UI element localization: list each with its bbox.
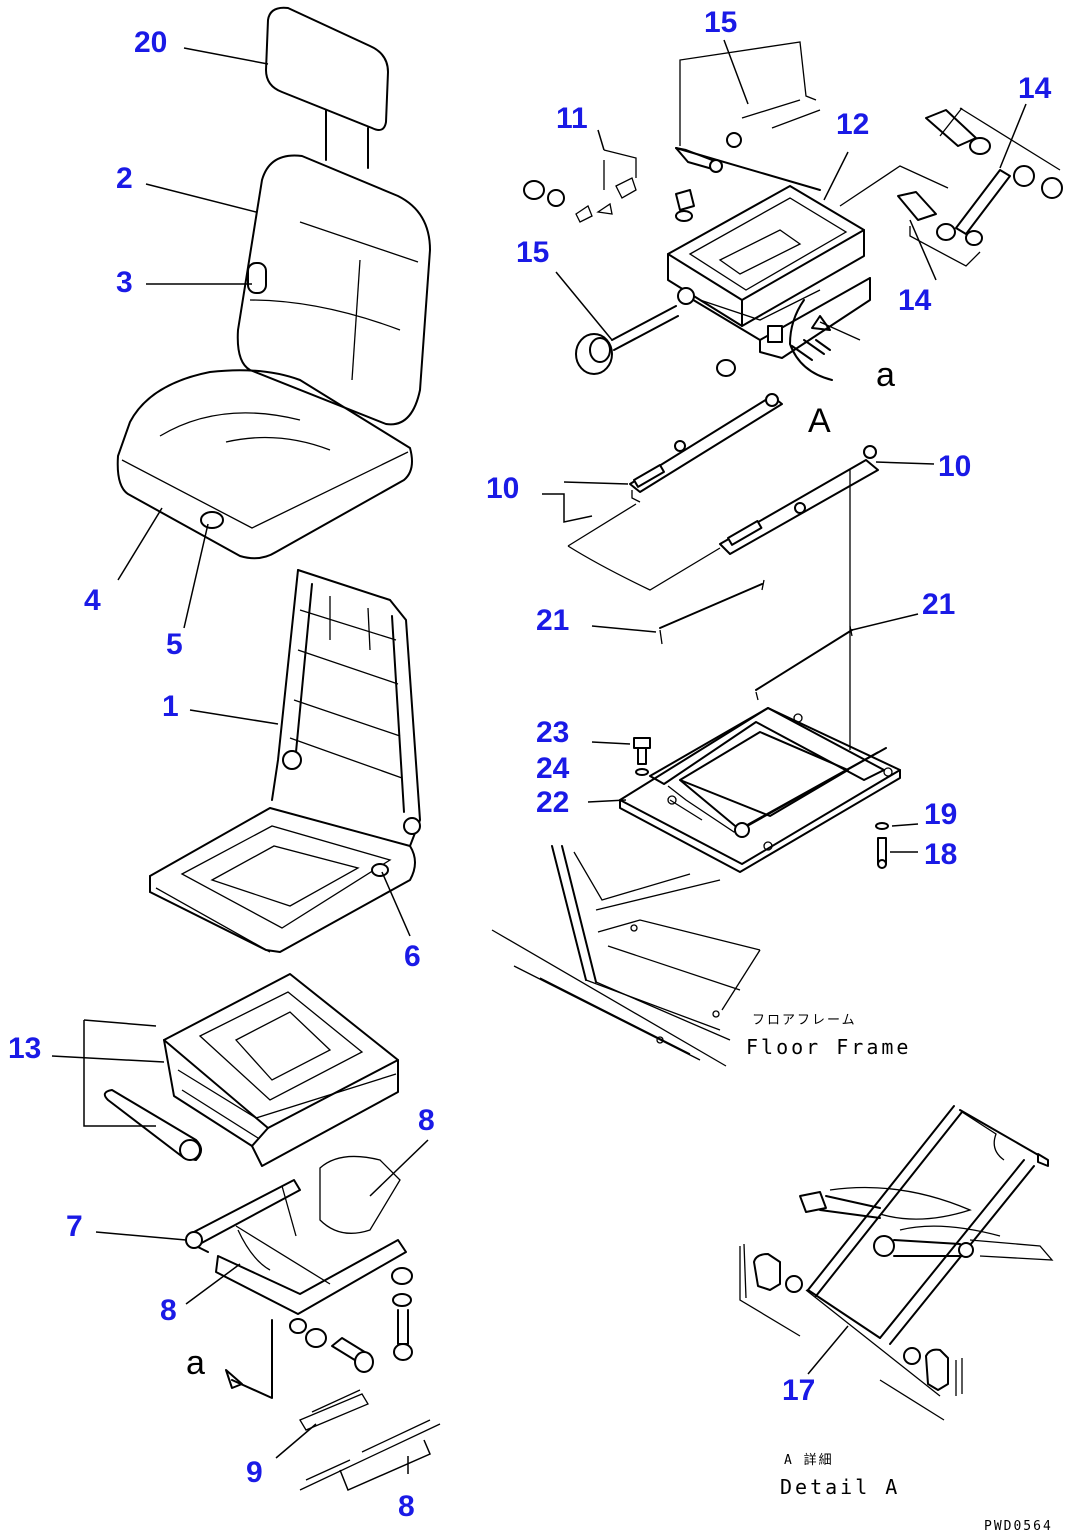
callout-2: 2: [116, 162, 133, 195]
callout-1: 1: [162, 690, 179, 723]
callout-14-b: 14: [898, 284, 932, 317]
slide-rails-upper: [567, 393, 879, 750]
callout-8-c: 8: [398, 1490, 415, 1523]
detail-a-label-jp: A 詳細: [784, 1452, 834, 1468]
callout-22: 22: [536, 786, 569, 819]
callout-24: 24: [536, 752, 570, 785]
callout-21-a: 21: [536, 604, 569, 637]
callout-10-a: 10: [486, 472, 519, 505]
slide-rails-lower: [185, 1155, 441, 1491]
view-letter-a-bottom: a: [186, 1344, 205, 1382]
seat-frame: [149, 569, 421, 953]
callout-23: 23: [536, 716, 569, 749]
callout-7: 7: [66, 1210, 83, 1243]
suspension-base: [103, 973, 399, 1167]
callout-3: 3: [116, 266, 133, 299]
callout-14-a: 14: [1018, 72, 1052, 105]
headrest: [265, 6, 389, 169]
callout-9: 9: [246, 1456, 263, 1489]
callout-8-a: 8: [418, 1104, 435, 1137]
leader-lines: [51, 39, 1027, 1491]
callout-17: 17: [782, 1374, 815, 1407]
floor-frame-label-en: Floor Frame: [746, 1035, 911, 1059]
floor-frame-label-jp: フロアフレーム: [752, 1013, 857, 1028]
callout-15-b: 15: [516, 236, 549, 269]
drawing-code: PWD0564: [984, 1519, 1053, 1534]
backrest: [236, 154, 431, 426]
callout-20: 20: [134, 26, 167, 59]
callout-10-b: 10: [938, 450, 971, 483]
callout-21-b: 21: [922, 588, 955, 621]
callout-11: 11: [556, 102, 588, 135]
view-letter-A: A: [808, 402, 831, 440]
callout-12: 12: [836, 108, 869, 141]
suspension-mechanism: [523, 41, 1063, 381]
callout-6: 6: [404, 940, 421, 973]
detail-a-view: [739, 1105, 1054, 1421]
annotations: a A a フロアフレーム Floor Frame A 詳細 Detail A …: [186, 356, 1053, 1534]
callout-18: 18: [924, 838, 957, 871]
callout-19: 19: [924, 798, 957, 831]
callouts: 20 2 3 4 5 1 6 13 8 7 8 9 8 15 11 12 14 …: [8, 6, 1052, 1523]
callout-8-b: 8: [160, 1294, 177, 1327]
floor-frame: [491, 845, 761, 1067]
mounting-plate: [619, 707, 901, 873]
view-letter-a-top: a: [876, 356, 895, 394]
callout-4: 4: [84, 584, 101, 617]
callout-5: 5: [166, 628, 183, 661]
callout-15-a: 15: [704, 6, 737, 39]
seat-cushion: [116, 369, 413, 560]
detail-a-label-en: Detail A: [780, 1475, 900, 1499]
callout-13: 13: [8, 1032, 41, 1065]
